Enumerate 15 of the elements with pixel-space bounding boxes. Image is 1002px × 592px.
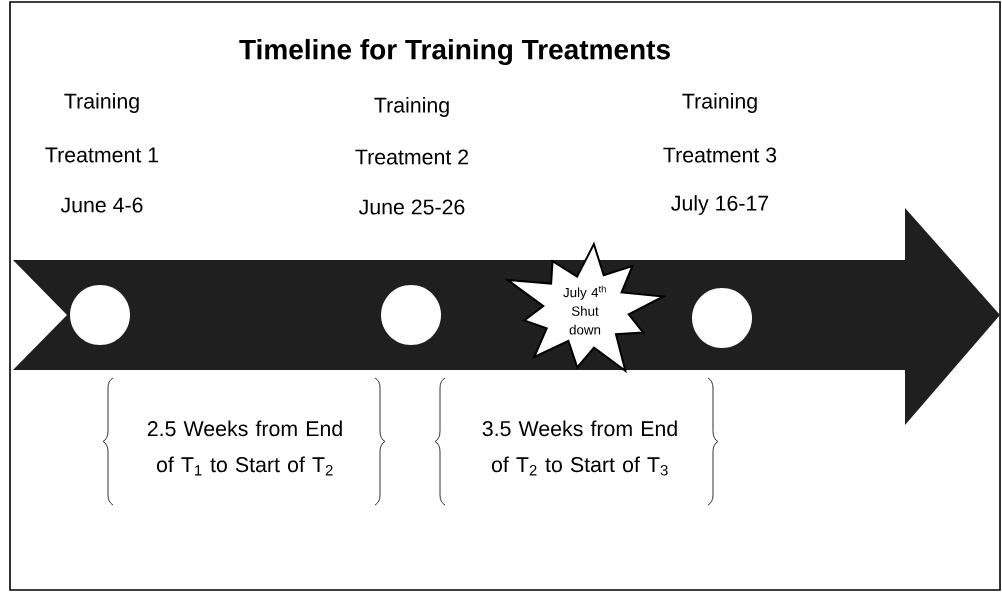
title: Timeline for Training Treatments	[239, 38, 670, 66]
milestone-label: June 25-26	[358, 199, 465, 215]
milestone-label: Training	[374, 97, 449, 117]
milestone-label: Treatment 1	[45, 147, 159, 163]
milestone-label: Training	[64, 93, 139, 113]
milestone-circle	[70, 285, 130, 345]
milestone-label: Treatment 3	[663, 147, 777, 163]
interval-label: 2.5 Weeks from End of T$_{1}$ to Start of T$_{2}$	[147, 420, 342, 476]
milestone-circle	[381, 285, 441, 345]
interval-label: 3.5 Weeks from End of T$_{2}$ to Start of T$_{3}$	[482, 420, 677, 476]
milestone-label: June 4-6	[60, 197, 143, 213]
milestone-label: Treatment 2	[355, 149, 468, 165]
milestone-label: Training	[682, 93, 757, 113]
milestone-label: July 16-17	[671, 195, 769, 215]
milestone-circle	[692, 288, 752, 348]
